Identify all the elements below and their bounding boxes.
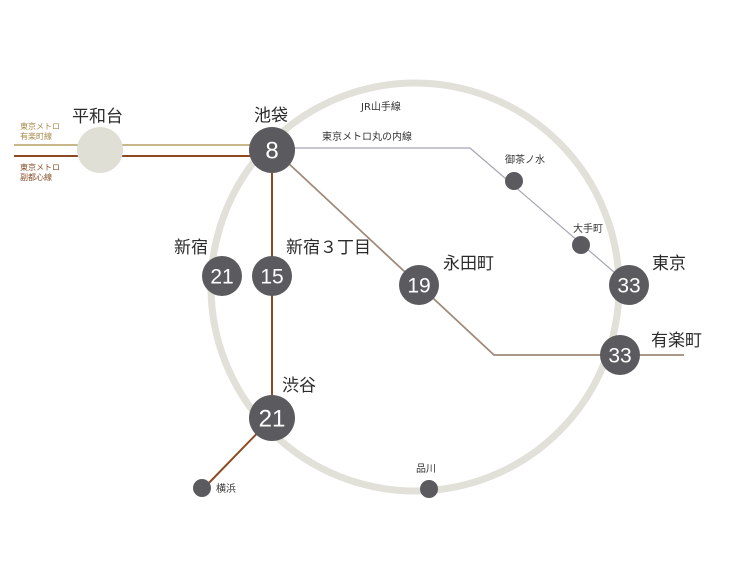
station-ochanomizu-name: 御茶ノ水 [505, 153, 545, 166]
station-yurakucho-minutes: 33 [608, 345, 631, 368]
line-label-marunouchi: 東京メトロ丸の内線 [322, 130, 412, 143]
legend-yurakucho-line1: 東京メトロ [20, 121, 60, 131]
station-shinagawa-marker [420, 480, 438, 498]
station-ikebukuro-minutes: 8 [265, 138, 278, 165]
station-shinjuku3-name: 新宿３丁目 [286, 238, 371, 258]
station-shinjuku-name: 新宿 [174, 238, 208, 258]
station-ikebukuro-marker [249, 127, 295, 173]
station-otemachi-name: 大手町 [573, 222, 603, 235]
station-tokyo-name: 東京 [652, 254, 686, 274]
station-shinagawa-name: 品川 [416, 463, 436, 475]
station-heiwadai-marker [77, 127, 123, 173]
legend-yurakucho-line2: 有楽町線 [20, 131, 52, 141]
station-shinjuku-minutes: 21 [210, 266, 233, 289]
station-nagatacho-minutes: 19 [407, 275, 430, 298]
station-nagatacho-name: 永田町 [443, 254, 494, 274]
station-shibuya-name: 渋谷 [282, 376, 316, 396]
station-yokohama-name: 横浜 [216, 482, 236, 495]
station-shinjuku-marker [202, 256, 242, 296]
station-heiwadai-name: 平和台 [72, 107, 123, 127]
station-shibuya-minutes: 21 [259, 406, 286, 433]
station-tokyo-minutes: 33 [617, 275, 640, 298]
line-label-yamanote: JR山手線 [360, 100, 401, 113]
station-tokyo-marker [609, 265, 649, 305]
station-otemachi-marker [572, 236, 590, 254]
station-nagatacho-marker [399, 265, 439, 305]
station-shinjuku3-marker [252, 256, 292, 296]
legend-fukutoshin-line2: 副都心線 [20, 172, 52, 182]
station-yokohama-marker [193, 479, 211, 497]
station-shibuya-marker [249, 395, 295, 441]
station-ikebukuro-name: 池袋 [254, 106, 288, 126]
station-yurakucho-marker [600, 335, 640, 375]
station-shinjuku3-minutes: 15 [260, 266, 283, 289]
station-yurakucho-name: 有楽町 [651, 331, 702, 351]
station-ochanomizu-marker [505, 172, 523, 190]
legend-fukutoshin-line1: 東京メトロ [20, 162, 60, 172]
